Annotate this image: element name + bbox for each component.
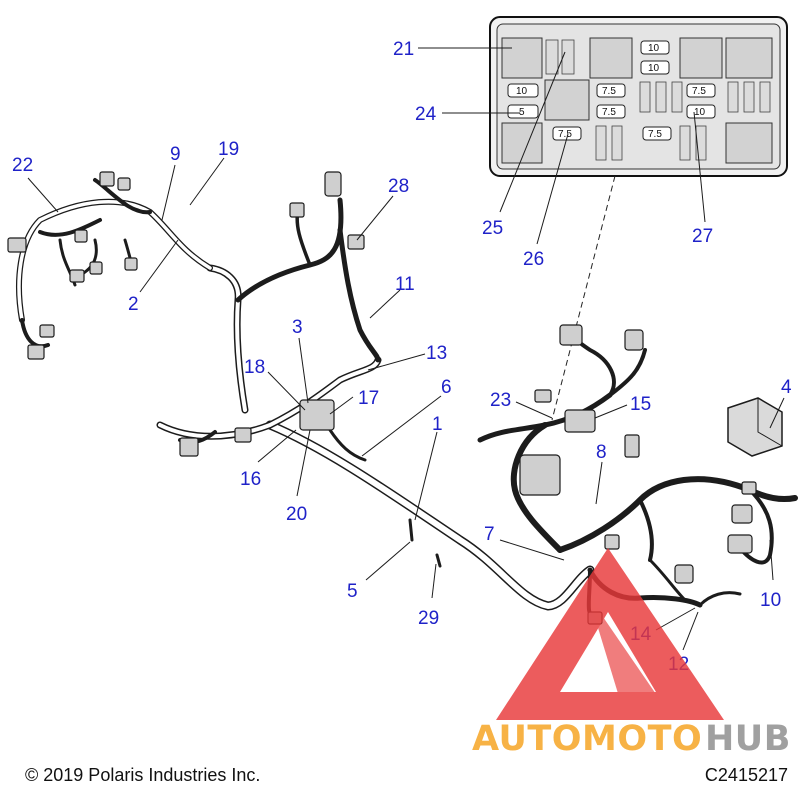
callout-18: 18 bbox=[244, 357, 265, 378]
callout-3: 3 bbox=[292, 317, 303, 338]
harness-outline bbox=[16, 178, 798, 622]
callout-23: 23 bbox=[490, 390, 511, 411]
callout-26: 26 bbox=[523, 249, 544, 270]
callout-25: 25 bbox=[482, 218, 503, 239]
callout-11: 11 bbox=[395, 274, 415, 295]
fuse-label: 10 bbox=[648, 43, 660, 54]
callout-21: 21 bbox=[393, 39, 414, 60]
fuse-label: 10 bbox=[694, 107, 706, 118]
fuse-label: 7.5 bbox=[648, 129, 662, 140]
callout-19: 19 bbox=[218, 139, 239, 160]
callout-22: 22 bbox=[12, 155, 33, 176]
callout-17: 17 bbox=[358, 388, 379, 409]
callout-6: 6 bbox=[441, 377, 452, 398]
fuse-label: 7.5 bbox=[602, 107, 616, 118]
callout-9: 9 bbox=[170, 144, 181, 165]
callout-labels: 21 24 25 26 27 22 9 19 28 2 11 3 13 18 1… bbox=[12, 39, 792, 675]
callout-2: 2 bbox=[128, 294, 139, 315]
callout-7: 7 bbox=[484, 524, 495, 545]
fuse-label: 10 bbox=[648, 63, 660, 74]
callout-16: 16 bbox=[240, 469, 261, 490]
watermark-text-automoto: AUTOMOTO bbox=[472, 719, 702, 759]
fuse-box-inset: 10 10 10 5 7.5 7.5 7.5 10 7.5 7.5 bbox=[489, 16, 788, 177]
watermark-text-hub: HUB bbox=[705, 719, 791, 759]
callout-10: 10 bbox=[760, 590, 781, 611]
automotohub-watermark-logo: AUTOMOTO HUB bbox=[472, 548, 791, 759]
callout-8: 8 bbox=[596, 442, 607, 463]
fuse-label: 10 bbox=[516, 86, 528, 97]
callout-13: 13 bbox=[426, 343, 447, 364]
fuse-label: 7.5 bbox=[692, 86, 706, 97]
callout-5: 5 bbox=[347, 581, 358, 602]
copyright-notice: © 2019 Polaris Industries Inc. bbox=[25, 765, 261, 785]
callout-1: 1 bbox=[432, 414, 443, 435]
callout-28: 28 bbox=[388, 176, 409, 197]
fuse-label: 5 bbox=[519, 107, 525, 118]
callout-27: 27 bbox=[692, 226, 713, 247]
component-4 bbox=[727, 397, 783, 457]
diagram-code: C2415217 bbox=[704, 765, 788, 785]
callout-20: 20 bbox=[286, 504, 307, 525]
callout-29: 29 bbox=[418, 608, 439, 629]
leader-lines bbox=[27, 47, 785, 651]
callout-24: 24 bbox=[415, 104, 437, 125]
callout-15: 15 bbox=[630, 394, 651, 415]
fuse-label: 7.5 bbox=[602, 86, 616, 97]
inset-link-line bbox=[551, 175, 616, 421]
callout-4: 4 bbox=[781, 377, 792, 398]
fuse-label: 7.5 bbox=[558, 129, 572, 140]
